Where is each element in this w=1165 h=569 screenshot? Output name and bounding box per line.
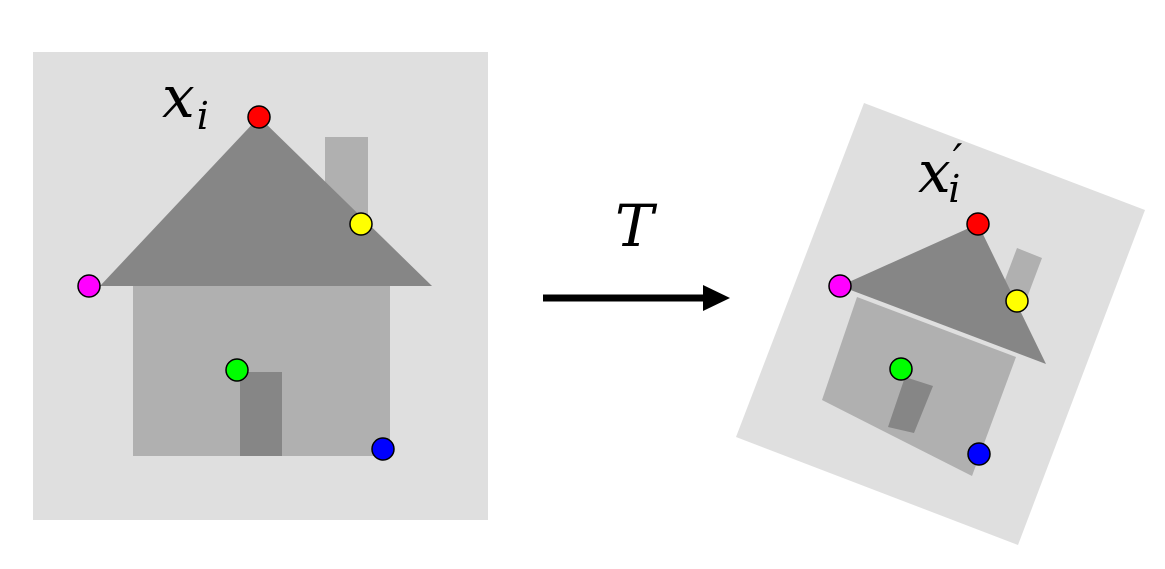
source-point-red (247, 105, 271, 129)
target-point-red (966, 212, 990, 236)
transform-label: T (615, 192, 658, 260)
arrow-head (703, 285, 730, 311)
source-point-blue (371, 437, 395, 461)
source-label-sub: i (197, 94, 209, 138)
source-point-magenta (77, 274, 101, 298)
transform-arrow: T (543, 192, 730, 311)
target-label: x′i (918, 135, 963, 211)
source-door (240, 372, 282, 456)
source-label: xi (162, 63, 209, 138)
source-point-green (225, 358, 249, 382)
source-roof (100, 117, 432, 286)
target-label-prime: ′ (953, 135, 963, 184)
target-door (888, 377, 933, 433)
target-point-green (889, 357, 913, 381)
target-point-magenta (828, 274, 852, 298)
source-panel: xi (33, 52, 488, 520)
target-label-sub: i (948, 167, 960, 211)
target-panel: x′i (736, 103, 1145, 545)
source-point-yellow (349, 212, 373, 236)
source-label-main: x (162, 63, 195, 131)
target-point-blue (967, 442, 991, 466)
target-point-yellow (1005, 289, 1029, 313)
target-roof (840, 224, 1046, 364)
target-label-main: x (918, 138, 951, 206)
